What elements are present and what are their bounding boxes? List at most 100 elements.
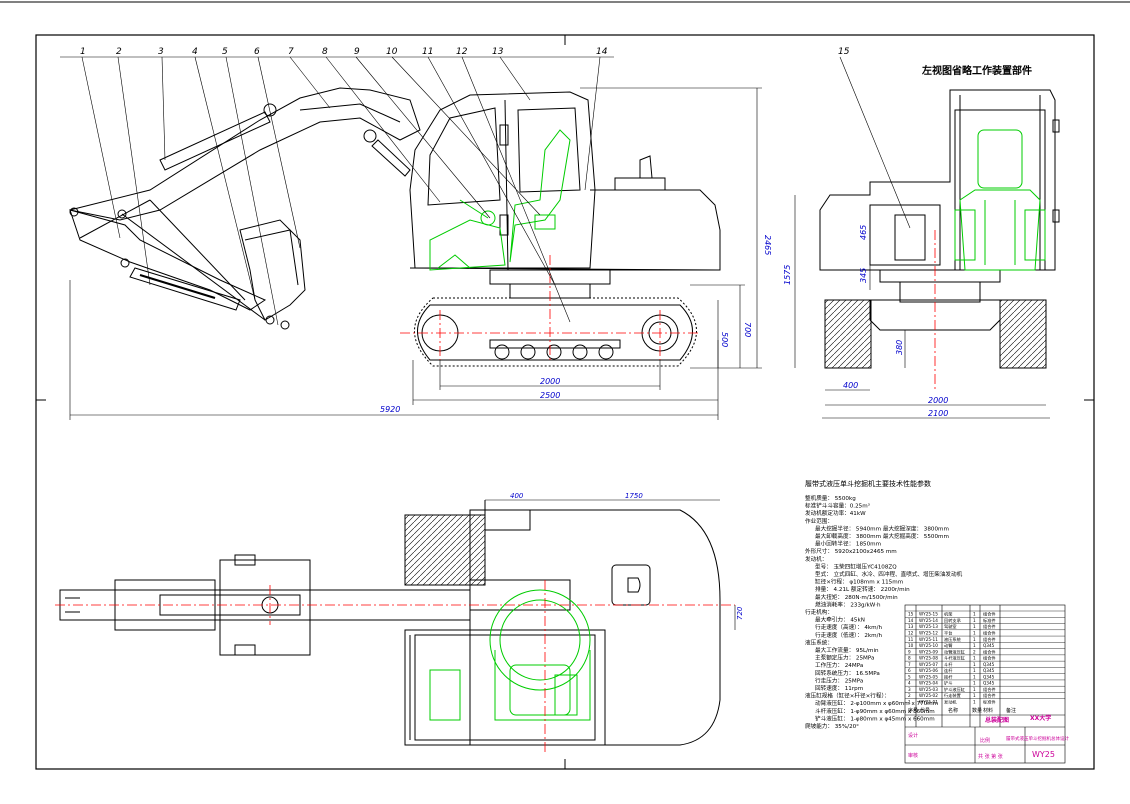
leader-lines bbox=[60, 56, 911, 326]
parts-cell: 组合件 bbox=[983, 692, 996, 699]
spec-line: 工作压力： 24MPa bbox=[815, 661, 863, 669]
arm bbox=[69, 209, 267, 311]
spec-line: 外形尺寸： 5920x2100x2465 mm bbox=[805, 547, 897, 555]
road-wheel bbox=[546, 344, 562, 360]
tb-drawing-number: WY25 bbox=[1032, 750, 1055, 759]
bucket-top bbox=[219, 559, 311, 656]
cab-pillar bbox=[504, 99, 509, 271]
tb-header: 备注 bbox=[1006, 707, 1016, 714]
leader-12 bbox=[461, 56, 571, 323]
parts-cell: 14 bbox=[908, 618, 914, 623]
swing-circle bbox=[489, 589, 591, 691]
leader-14 bbox=[584, 56, 601, 191]
seat-cushion bbox=[509, 664, 571, 716]
leader-10 bbox=[391, 56, 541, 216]
top-centerlines bbox=[55, 580, 735, 755]
tb-header: 材料 bbox=[983, 707, 993, 714]
track-top-lower bbox=[404, 629, 606, 746]
parts-cell: 1 bbox=[973, 681, 976, 686]
part-label: 2 bbox=[116, 47, 122, 57]
arm-pin bbox=[120, 258, 130, 268]
parts-cell: 12 bbox=[908, 631, 914, 636]
part-label: 7 bbox=[288, 47, 294, 57]
armrest bbox=[1024, 209, 1046, 261]
top-view-green bbox=[429, 589, 591, 721]
parts-cell: 连杆 bbox=[944, 667, 953, 674]
leader-13 bbox=[499, 56, 531, 101]
spec-line: 铲斗液压缸： 1-φ80mm x φ45mm x 660mm bbox=[815, 714, 935, 722]
spec-line: 回转速度： 11rpm bbox=[815, 684, 863, 692]
parts-cell: WY25-09 bbox=[919, 649, 938, 654]
door-handle bbox=[499, 214, 509, 236]
top-dimensions bbox=[485, 499, 736, 630]
road-wheel bbox=[520, 344, 536, 360]
spec-line: 最大工作流量： 95L/min bbox=[815, 646, 879, 654]
boom bbox=[69, 87, 421, 221]
parts-cell: WY25-02 bbox=[919, 693, 938, 698]
part-label: 9 bbox=[354, 47, 360, 57]
part-label: 5 bbox=[222, 47, 228, 57]
tb-header: 序号 bbox=[908, 707, 918, 714]
dim-2000-width: 2000 bbox=[928, 396, 948, 405]
part-label: 10 bbox=[386, 47, 398, 57]
tb-scale: 比例 bbox=[980, 737, 990, 744]
tb-drawn: 设计 bbox=[908, 732, 918, 739]
left-track-shoes bbox=[824, 299, 872, 369]
bucket bbox=[239, 219, 306, 321]
parts-cell: Q345 bbox=[983, 668, 995, 673]
parts-cell: 动臂 bbox=[944, 642, 952, 649]
part-label: 12 bbox=[456, 47, 468, 57]
dim-top-720: 720 bbox=[736, 606, 744, 620]
track bbox=[417, 304, 693, 361]
leader-9 bbox=[355, 56, 491, 219]
operator-console bbox=[429, 219, 506, 271]
parts-cell: 标准件 bbox=[983, 617, 996, 624]
track-beam bbox=[489, 339, 621, 349]
dim-2465: 2465 bbox=[763, 235, 772, 255]
door-handle bbox=[499, 124, 509, 146]
bucket-inner bbox=[244, 229, 299, 286]
part-label: 8 bbox=[322, 47, 328, 57]
specs-heading: 履带式液压单斗挖掘机主要技术性能参数 bbox=[805, 479, 931, 488]
parts-cell: 1 bbox=[973, 668, 976, 673]
cab-interior bbox=[429, 129, 571, 271]
bucket-tooth bbox=[234, 644, 256, 656]
leader-8 bbox=[325, 56, 441, 203]
cab bbox=[409, 91, 596, 269]
tb-assembly: 总装配图 bbox=[985, 716, 1009, 724]
fuel-tank bbox=[611, 564, 651, 606]
parts-cell: 斗杆液压缸 bbox=[944, 655, 966, 662]
upper-body-top bbox=[469, 509, 721, 746]
arm-pin bbox=[69, 207, 79, 217]
part-label: 6 bbox=[254, 47, 260, 57]
dim-345: 345 bbox=[859, 268, 868, 283]
parts-cell: Q345 bbox=[983, 643, 995, 648]
parts-cell: WY25-05 bbox=[919, 674, 938, 679]
armrest-top bbox=[554, 674, 578, 716]
cab-top bbox=[414, 634, 596, 741]
mirror bbox=[1052, 119, 1060, 133]
seat-front bbox=[959, 189, 1041, 271]
parts-cell: 7 bbox=[908, 662, 911, 667]
parts-cell: 1 bbox=[973, 618, 976, 623]
spec-line: 斗杆液压缸： 1-φ90mm x φ60mm x 860mm bbox=[815, 707, 935, 715]
bucket-tooth bbox=[234, 554, 256, 566]
spec-line: 燃油消耗率： 233g/kW·h bbox=[815, 600, 881, 608]
road-wheel bbox=[572, 344, 588, 360]
control-lever bbox=[459, 199, 489, 219]
seat-top bbox=[494, 650, 591, 721]
spec-line: 行走机构： bbox=[805, 608, 833, 616]
spec-line: 行走压力： 25MPa bbox=[815, 676, 863, 684]
bucket-cylinder bbox=[129, 267, 241, 311]
parts-cell: 1 bbox=[973, 624, 976, 629]
tb-header: 数量 bbox=[972, 707, 982, 714]
dim-2100: 2100 bbox=[928, 409, 948, 418]
mirror bbox=[1052, 209, 1060, 223]
side-dimension-texts: 5920 2500 2000 2465 700 500 bbox=[380, 235, 772, 414]
parts-cell: 1 bbox=[973, 687, 976, 692]
joystick-knob bbox=[480, 210, 496, 226]
leader-7 bbox=[289, 56, 331, 109]
parts-cell: WY25-10 bbox=[919, 643, 938, 648]
